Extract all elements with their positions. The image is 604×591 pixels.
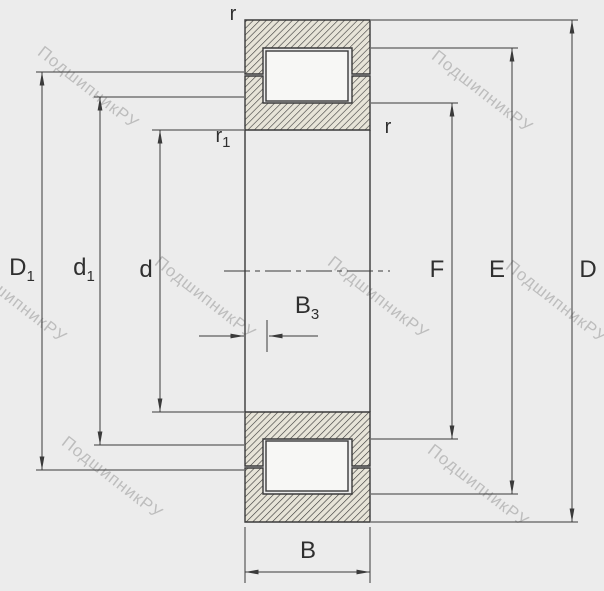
label-d: d <box>139 256 153 283</box>
outer-ring-top-section <box>244 19 371 75</box>
roller-bottom <box>265 440 349 492</box>
label-E: E <box>488 256 506 283</box>
label-r-top: r <box>229 3 237 25</box>
roller-top <box>265 50 349 102</box>
extension-lines <box>36 19 578 583</box>
inner-ring-top-section <box>244 75 371 131</box>
label-B3: B3 <box>294 292 320 323</box>
dimension-lines <box>39 20 575 575</box>
label-D: D <box>579 256 597 283</box>
label-B: B <box>299 537 317 564</box>
label-r-right: r <box>384 116 392 138</box>
bearing-cross-section <box>224 19 390 523</box>
label-D1: D1 <box>9 254 35 285</box>
label-d1: d1 <box>73 254 95 285</box>
inner-ring-bottom-section <box>244 411 371 467</box>
label-r1: r1 <box>215 125 231 151</box>
label-F: F <box>429 256 445 283</box>
outer-ring-bottom-section <box>244 467 371 523</box>
